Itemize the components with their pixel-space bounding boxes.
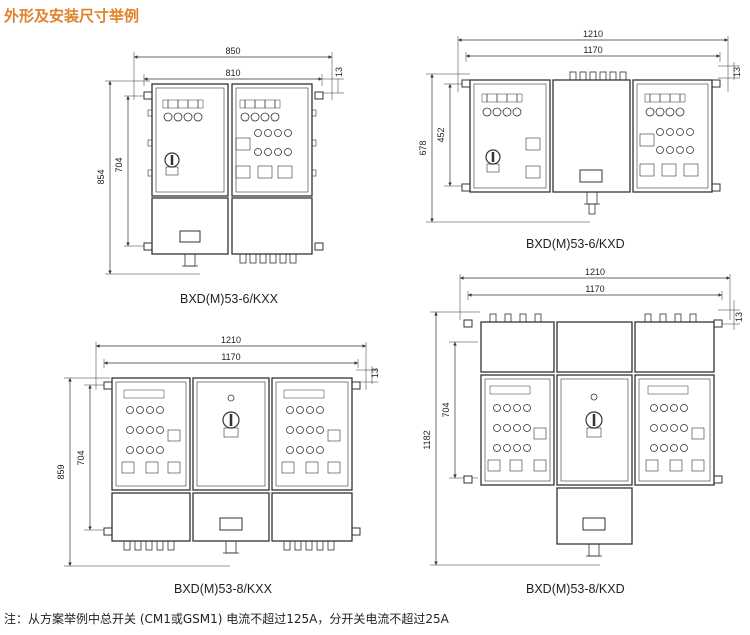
figure-2-caption: BXD(M)53-6/KXD (526, 237, 625, 251)
fig4-dim-mount-width: 1170 (585, 284, 604, 294)
fig1-dim-overall-height: 854 (96, 169, 106, 184)
fig2-dim-overall-height: 678 (418, 140, 428, 155)
footnote: 注：从方案举例中总开关 (CM1或GSM1) 电流不超过125A，分开关电流不超… (4, 612, 449, 626)
fig3-dim-overall-width: 1210 (221, 335, 241, 345)
figure-3-drawing: 1210 1170 13 859 704 (56, 335, 380, 567)
fig2-dim-flange: 13 (732, 67, 742, 77)
fig2-dim-overall-width: 1210 (583, 29, 603, 39)
figure-4-caption: BXD(M)53-8/KXD (526, 582, 625, 596)
figure-2-drawing: 1210 1170 13 678 452 (418, 29, 742, 223)
fig3-dim-overall-height: 859 (56, 464, 66, 479)
fig4-dim-overall-height: 1182 (422, 430, 432, 449)
fig2-dim-mount-width: 1170 (583, 45, 602, 55)
fig3-dim-mount-width: 1170 (221, 352, 240, 362)
fig4-dim-mount-height: 704 (441, 402, 451, 417)
fig1-dim-mount-width: 810 (225, 68, 240, 78)
page-title: 外形及安装尺寸举例 (4, 7, 140, 25)
figure-4-drawing: 1210 1170 13 1182 704 (422, 267, 744, 566)
fig1-dim-flange: 13 (334, 67, 344, 77)
fig1-dim-mount-height: 704 (114, 157, 124, 172)
figure-1-caption: BXD(M)53-6/KXX (180, 292, 278, 306)
fig4-dim-overall-width: 1210 (585, 267, 605, 277)
fig1-dim-overall-width: 850 (225, 46, 240, 56)
fig3-dim-mount-height: 704 (76, 450, 86, 465)
figure-3-caption: BXD(M)53-8/KXX (174, 582, 272, 596)
fig4-dim-flange: 13 (734, 312, 744, 322)
fig3-dim-flange: 13 (370, 368, 380, 378)
figure-1-drawing: 850 810 13 854 704 (96, 46, 344, 275)
fig2-dim-mount-height: 452 (436, 127, 446, 142)
